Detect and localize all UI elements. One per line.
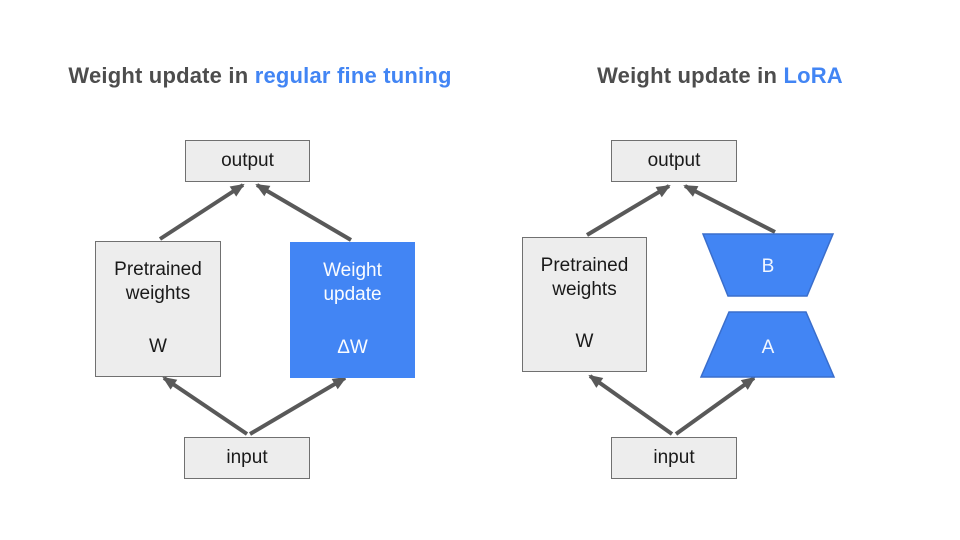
right-input-box: input: [611, 437, 737, 479]
right-arrow-input-to-a: [674, 376, 756, 436]
right-arrow-pretrained-to-output: [585, 184, 671, 237]
left-arrow-pretrained-to-output: [158, 183, 245, 241]
left-output-box: output: [185, 140, 310, 182]
left-weight-update-label: Weight update: [323, 260, 382, 305]
left-diagram-title: Weight update in regular fine tuning: [20, 63, 500, 89]
left-arrow-input-to-pretrained: [162, 376, 249, 436]
left-pretrained-label: Pretrained weights: [114, 259, 202, 304]
left-weight-update-box: Weight update ΔW: [290, 242, 415, 378]
left-title-prefix: Weight update in: [68, 63, 255, 88]
right-diagram-title: Weight update in LoRA: [480, 63, 960, 89]
lora-b-label: B: [762, 256, 775, 277]
left-title-highlight: regular fine tuning: [254, 63, 452, 88]
right-arrow-b-to-output: [683, 184, 776, 234]
left-pretrained-weights-box: Pretrained weights W: [95, 241, 221, 377]
right-arrow-input-to-pretrained: [588, 374, 674, 436]
right-title-highlight: LoRA: [783, 63, 843, 88]
left-input-box: input: [184, 437, 310, 479]
lora-a-label: A: [762, 337, 775, 358]
right-title-prefix: Weight update in: [597, 63, 784, 88]
left-pretrained-symbol: W: [149, 336, 167, 357]
left-arrow-delta-to-output: [255, 183, 353, 242]
left-weight-update-symbol: ΔW: [337, 337, 368, 358]
right-pretrained-label: Pretrained weights: [540, 255, 629, 300]
lora-a-trapezoid: [699, 311, 836, 378]
lora-b-trapezoid: [701, 233, 835, 297]
right-output-box: output: [611, 140, 737, 182]
left-arrow-input-to-delta: [248, 376, 347, 436]
right-pretrained-weights-box: Pretrained weights W: [522, 237, 647, 372]
right-pretrained-symbol: W: [575, 331, 594, 352]
